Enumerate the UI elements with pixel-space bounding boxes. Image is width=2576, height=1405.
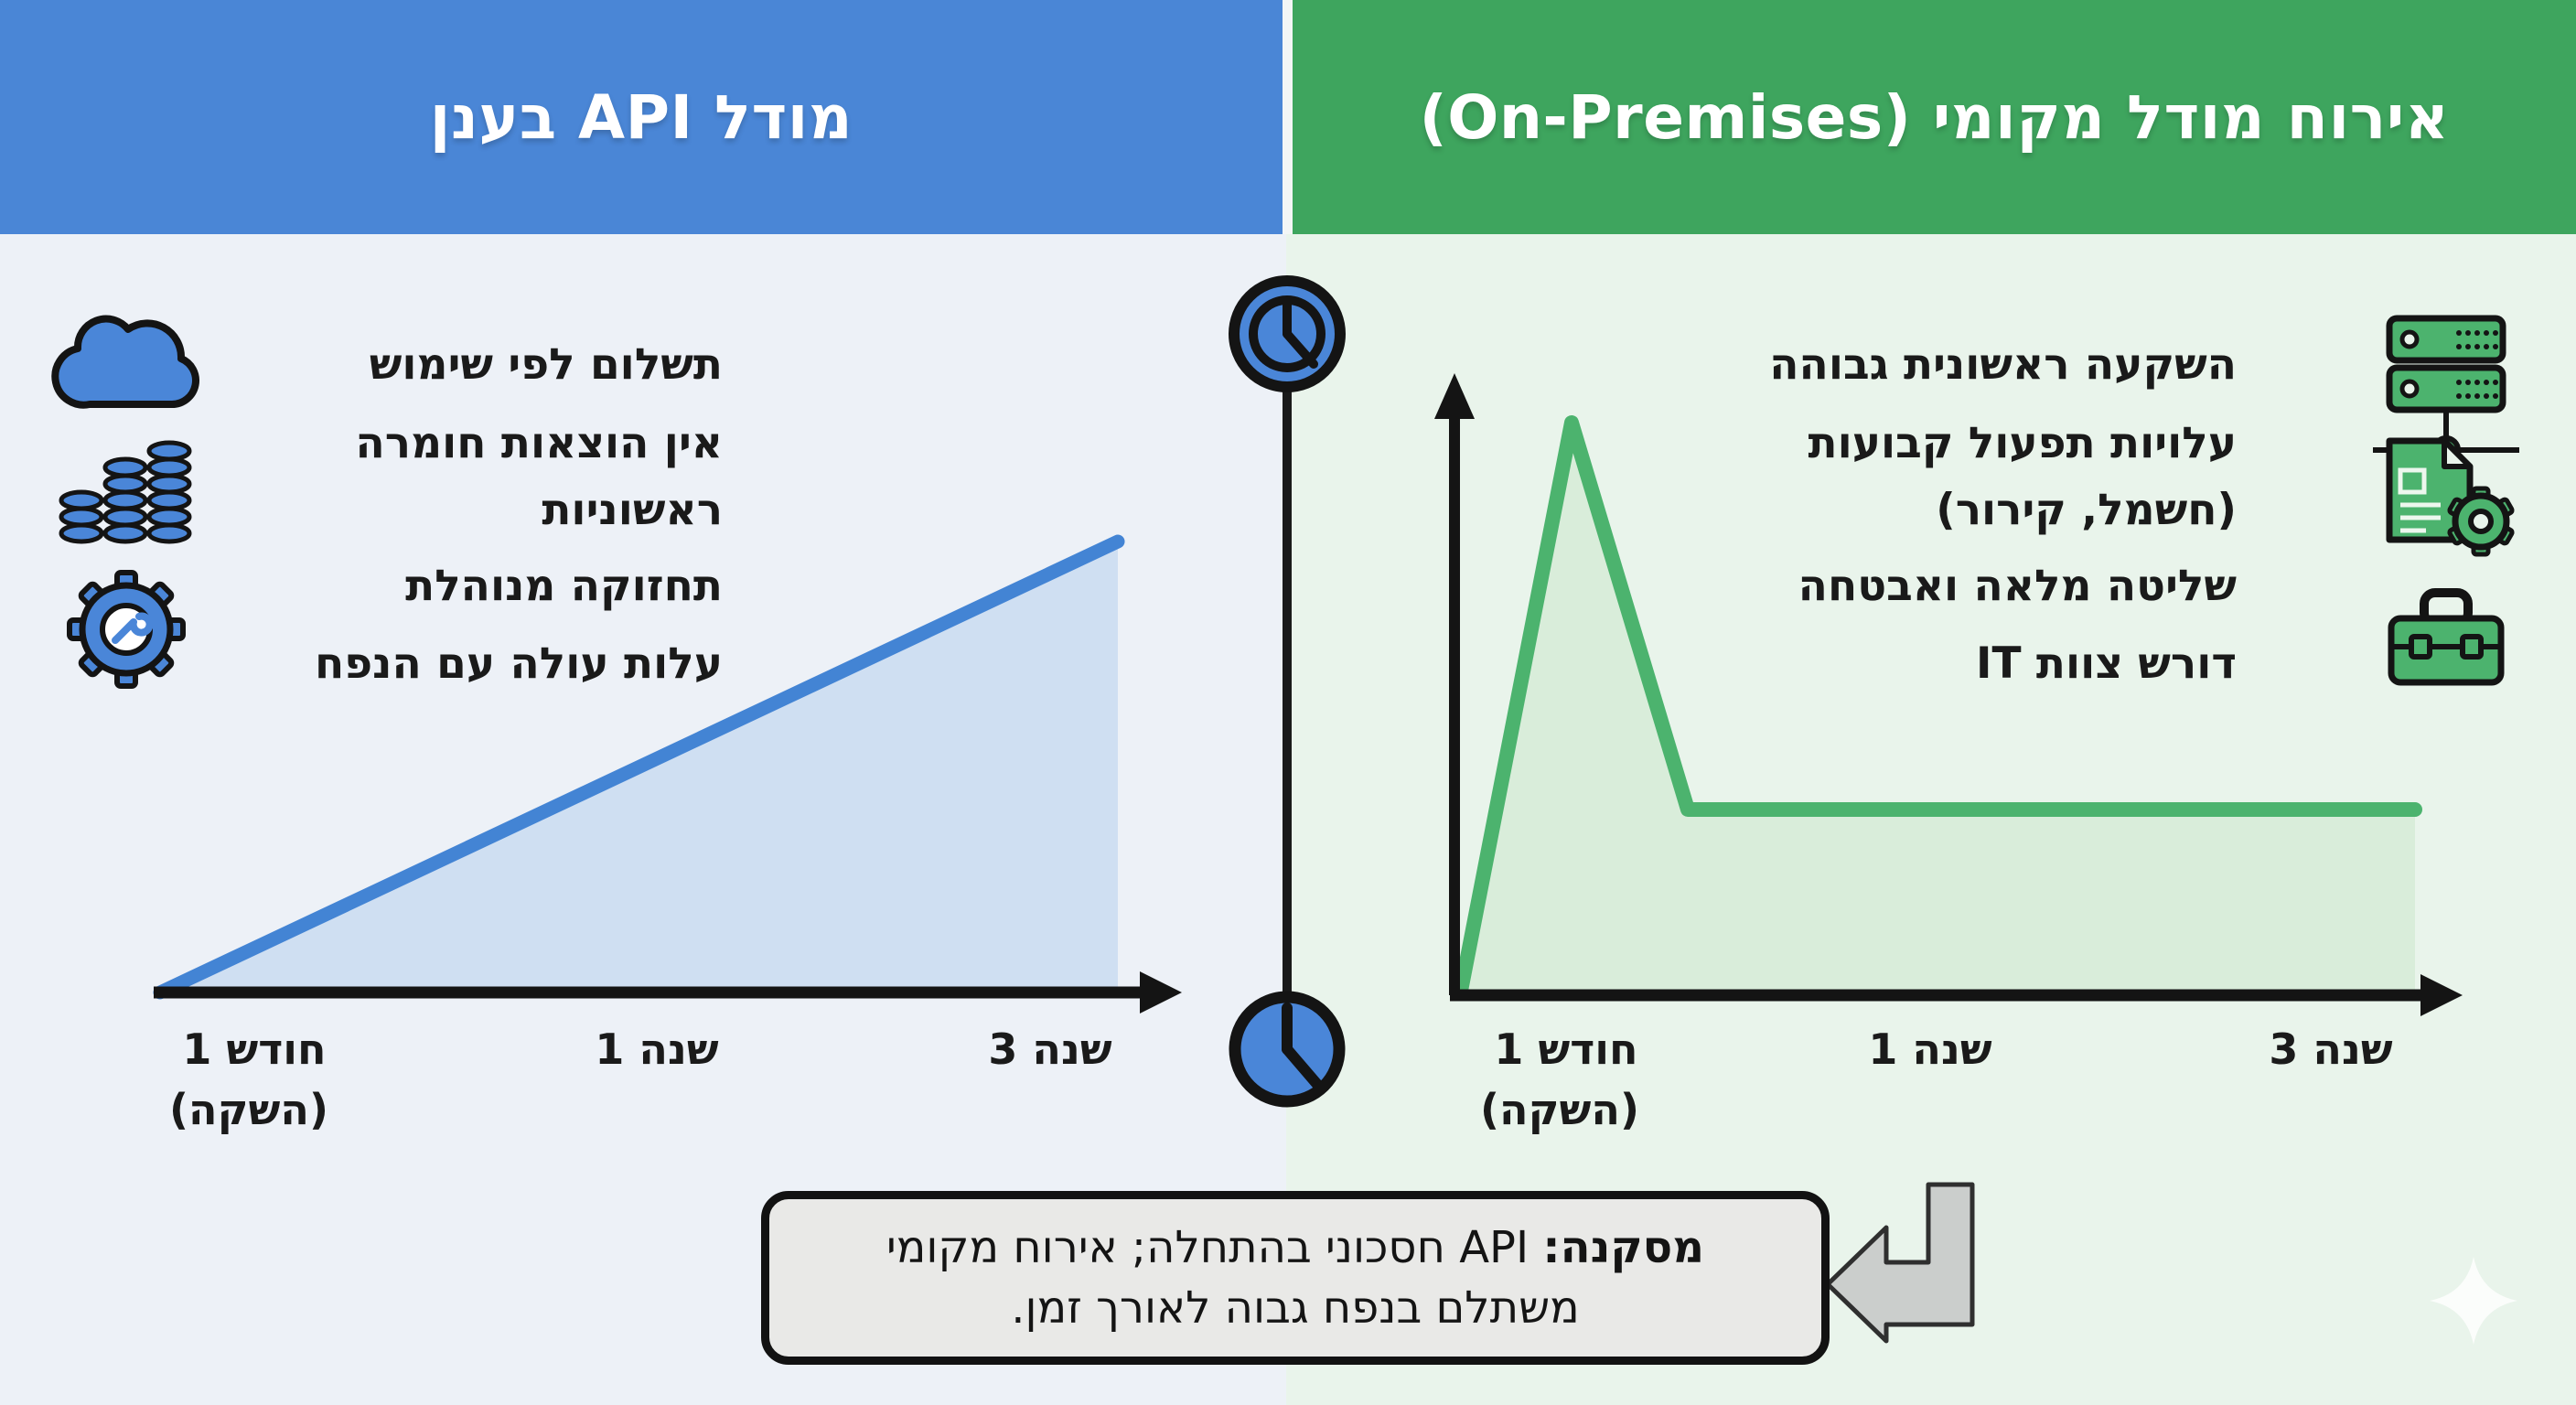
onprem-bullet-high-investment: השקעה ראשונית גבוהה [1769, 339, 2237, 390]
onprem-bullet-fixed-costs-2: (חשמל, קירור) [1936, 485, 2237, 535]
onprem-axis-label-launch: (השקה) [1479, 1085, 1639, 1134]
cloud-axis-label-launch: (השקה) [168, 1085, 328, 1134]
onprem-panel-header: אירוח מודל מקומי (On-Premises) [1293, 0, 2576, 234]
conclusion-line-2: משתלם בנפח גבוה לאורך זמן. [1011, 1282, 1580, 1334]
onprem-bullet-full-control: שליטה מלאה ואבטחה [1798, 561, 2237, 611]
cloud-panel-header: מודל API בענן [0, 0, 1283, 234]
conclusion-line-1: מסקנה: API חסכוני בהתחלה; אירוח מקומי [886, 1217, 1704, 1278]
header-divider [1283, 0, 1293, 234]
onprem-axis-label-year1: שנה 1 [1868, 1024, 1992, 1074]
conclusion-line-1-text: API חסכוני בהתחלה; אירוח מקומי [886, 1222, 1543, 1273]
cloud-axis-label-month1: חודש 1 [182, 1024, 327, 1074]
cloud-bullet-pay-per-use: תשלום לפי שימוש [369, 339, 723, 390]
cloud-axis-label-year1: שנה 1 [595, 1024, 719, 1074]
onprem-axis-label-year3: שנה 3 [2269, 1024, 2393, 1074]
onprem-axis-label-month1: חודש 1 [1494, 1024, 1638, 1074]
cloud-panel-title: מודל API בענן [429, 81, 853, 153]
cloud-bullet-no-hardware-2: ראשוניות [542, 485, 723, 535]
onprem-panel-title: אירוח מודל מקומי (On-Premises) [1419, 81, 2450, 153]
cloud-axis-label-year3: שנה 3 [988, 1024, 1112, 1074]
onprem-bullet-it-team: דורש צוות IT [1975, 638, 2237, 689]
cloud-bullet-no-hardware-1: אין הוצאות חומרה [355, 418, 724, 468]
cloud-bullet-managed-maintenance: תחזוקה מנוהלת [405, 561, 723, 611]
onprem-bullet-fixed-costs-1: עלויות תפעול קבועות [1808, 418, 2237, 468]
cloud-bullet-cost-rises: עלות עולה עם הנפח [314, 638, 723, 689]
conclusion-box: מסקנה: API חסכוני בהתחלה; אירוח מקומי מש… [761, 1191, 1830, 1365]
conclusion-lead-word: מסקנה: [1542, 1222, 1705, 1273]
